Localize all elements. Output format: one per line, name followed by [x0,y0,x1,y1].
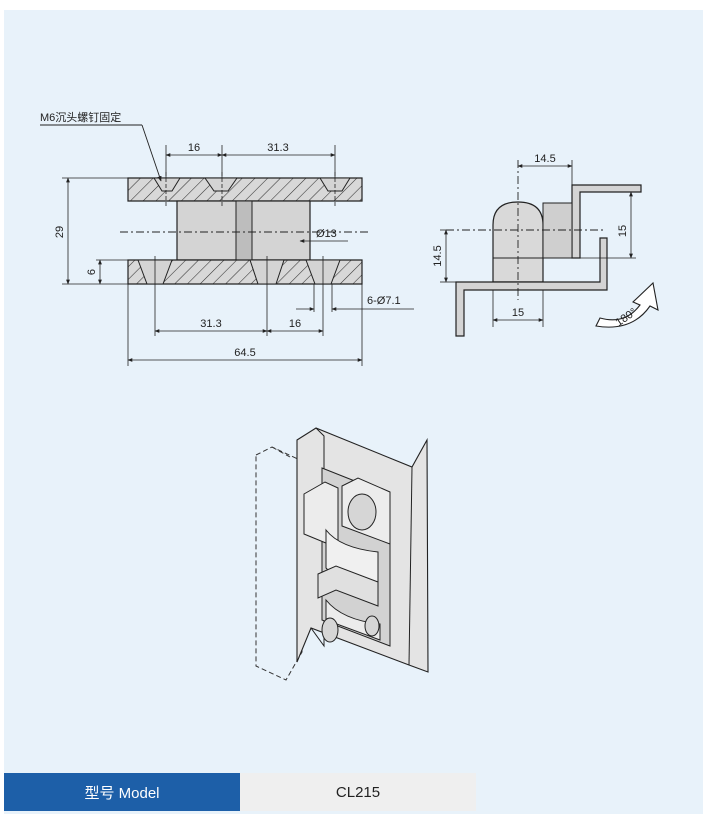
model-label: 型号 Model [4,773,240,811]
callout-text: M6沉头螺钉固定 [40,110,121,124]
isometric-view [255,427,429,681]
rotation-label: 180° [614,306,640,329]
drawing-panel [4,10,703,814]
dim-side-bottom: 15 [512,307,524,319]
front-section-view [120,172,370,336]
dim-holes: 6-Ø7.1 [367,295,401,307]
dim-side-right: 15 [617,225,629,237]
model-bar: 型号 Model CL215 [4,773,476,811]
callout-leader [141,124,162,182]
dim-top-right: 31.3 [267,142,288,154]
rotation-arrow-icon [595,281,659,328]
dim-side-left: 14.5 [432,245,444,266]
dim-height-plate: 6 [86,269,98,275]
dim-overall-width: 64.5 [234,347,255,359]
dim-bottom-left: 31.3 [200,318,221,330]
dim-bottom-mid: 16 [289,318,301,330]
dim-height-total: 29 [54,226,66,238]
model-value: CL215 [240,773,476,811]
dim-top-left: 16 [188,142,200,154]
side-view [446,160,642,337]
dim-side-top: 14.5 [534,153,555,165]
dim-pin-dia: Ø13 [316,228,337,240]
